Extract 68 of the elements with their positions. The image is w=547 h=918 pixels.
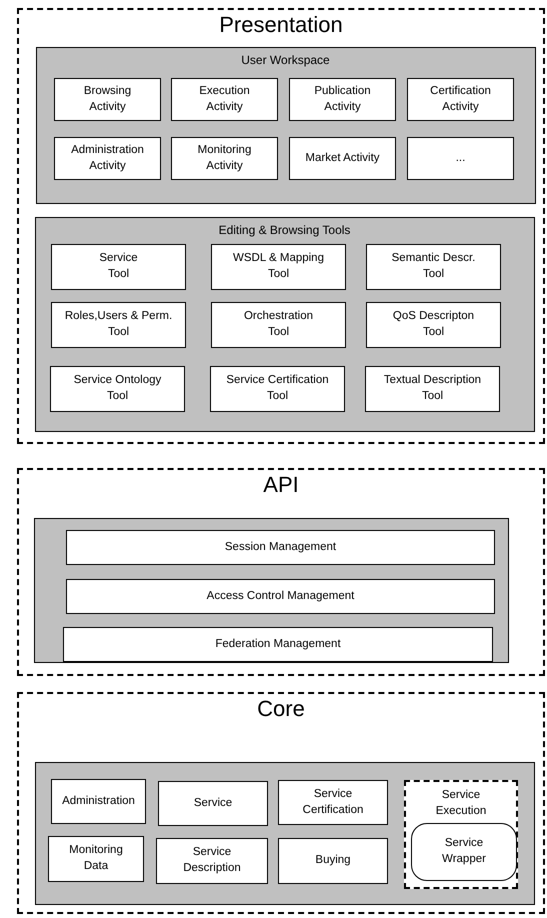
component-label: Administration Activity — [70, 142, 145, 174]
component-box — [289, 137, 396, 180]
component-label: Service Certification — [302, 786, 364, 818]
component-label: Roles,Users & Perm. Tool — [64, 309, 174, 340]
component-label: Service Tool — [98, 251, 139, 282]
component-label: Buying — [315, 853, 351, 868]
component-box — [156, 838, 268, 884]
component-label: Market Activity — [305, 150, 380, 166]
layer-container — [17, 8, 545, 444]
component-box — [366, 302, 501, 348]
component-label: Monitoring Activity — [196, 142, 252, 174]
component-box — [50, 366, 185, 412]
component-box — [54, 137, 161, 180]
module-panel — [34, 216, 534, 432]
component-box — [51, 302, 186, 348]
module-panel — [34, 518, 508, 662]
component-box — [54, 78, 161, 121]
component-label: QoS Descripton Tool — [392, 309, 476, 340]
layer-title: Presentation — [218, 12, 344, 38]
component-label: Administration — [62, 794, 135, 809]
component-label: Service Certification Tool — [225, 373, 330, 404]
component-box — [407, 137, 514, 180]
layer-container — [17, 468, 545, 676]
component-label: Federation Management — [215, 636, 341, 652]
layer-container — [17, 692, 545, 914]
component-label: Semantic Descr. Tool — [390, 251, 476, 282]
component-label: Access Control Management — [206, 588, 354, 604]
component-box — [407, 78, 514, 121]
component-label: Browsing Activity — [82, 84, 132, 114]
component-label: Monitoring Data — [68, 843, 124, 874]
component-box — [289, 78, 396, 121]
component-box — [171, 137, 278, 180]
component-label: ... — [456, 150, 466, 166]
panel-title: Editing & Browsing Tools — [218, 222, 352, 236]
component-box — [63, 627, 493, 662]
component-label: Textual Description Tool — [382, 373, 482, 404]
component-label: Service Description — [182, 845, 242, 876]
component-box — [66, 530, 495, 565]
component-box — [210, 366, 345, 412]
component-label: Orchestration Tool — [242, 309, 314, 340]
module-panel — [36, 46, 536, 204]
component-box — [278, 780, 388, 825]
component-label: Service — [194, 796, 232, 811]
module-panel — [34, 762, 534, 904]
layer-title: Core — [256, 696, 306, 722]
component-box — [278, 838, 388, 884]
layer-title: API — [262, 472, 300, 498]
component-box — [66, 579, 495, 614]
component-box — [51, 244, 186, 290]
component-label: Execution Activity — [198, 84, 251, 114]
component-label: Service Wrapper — [441, 836, 487, 867]
component-box — [211, 302, 346, 348]
component-group — [404, 780, 518, 889]
component-box — [158, 781, 268, 826]
component-label: Session Management — [224, 540, 336, 555]
component-box — [171, 78, 278, 121]
component-box — [211, 244, 346, 290]
component-label: Publication Activity — [313, 84, 372, 114]
rounded-component — [411, 823, 517, 881]
component-box — [365, 366, 500, 412]
group-title: Service Execution — [434, 788, 488, 819]
component-label: WSDL & Mapping Tool — [232, 251, 325, 282]
component-box — [48, 836, 144, 882]
component-box — [51, 779, 146, 824]
component-box — [366, 244, 501, 290]
panel-title: User Workspace — [240, 52, 331, 66]
component-label: Service Ontology Tool — [72, 373, 162, 404]
component-label: Certification Activity — [429, 84, 492, 114]
